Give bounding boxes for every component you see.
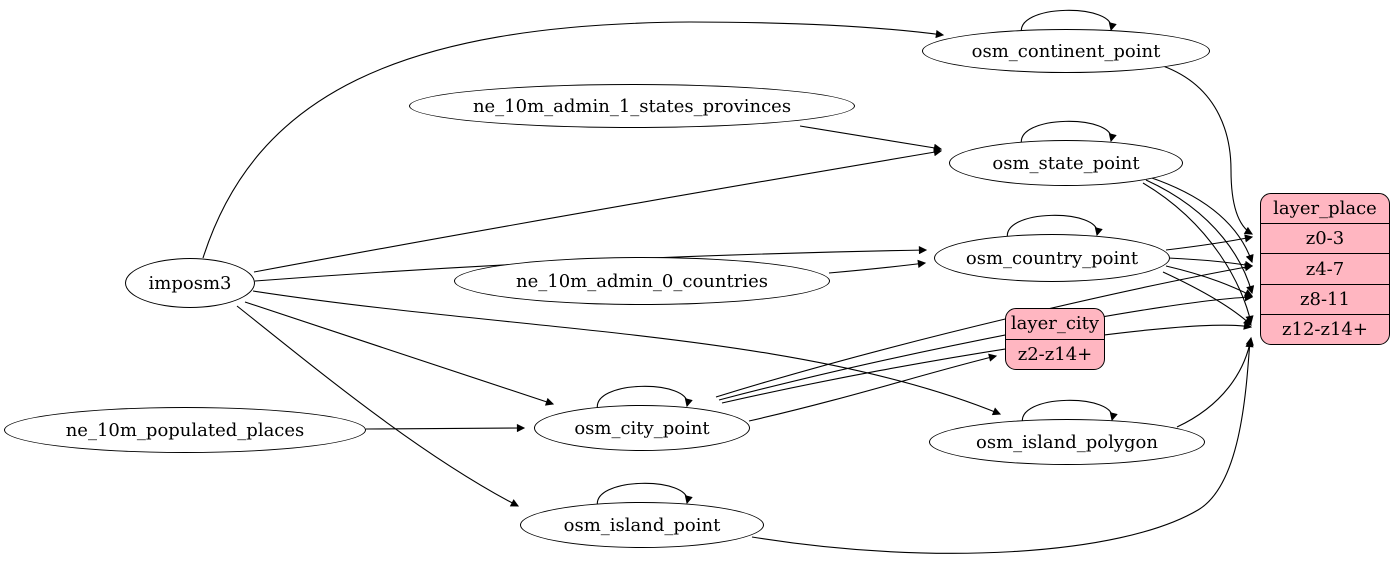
node-label: osm_island_point bbox=[563, 514, 721, 536]
edge-osm_state_point--layer_place:z4-7 bbox=[1148, 176, 1254, 264]
node-label: imposm3 bbox=[148, 272, 232, 294]
node-osm-island-polygon: osm_island_polygon bbox=[929, 419, 1205, 465]
node-osm-island-point: osm_island_point bbox=[520, 502, 764, 548]
node-label: ne_10m_admin_0_countries bbox=[516, 270, 768, 292]
node-label: osm_country_point bbox=[965, 247, 1139, 269]
edge-imposm3--osm_continent_point bbox=[202, 21, 945, 259]
edge-osm_city_point--layer_place:z8-11 bbox=[718, 293, 1254, 401]
self-loop-osm_continent_point bbox=[1021, 9, 1117, 36]
node-label: ne_10m_populated_places bbox=[65, 419, 305, 441]
node-imposm3: imposm3 bbox=[125, 258, 255, 308]
node-label: osm_island_polygon bbox=[976, 431, 1158, 453]
edge-osm_island_polygon--layer_place:z12-z14+ bbox=[1176, 336, 1254, 428]
self-loop-osm_city_point bbox=[597, 385, 693, 412]
node-ne-10m-populated-places: ne_10m_populated_places bbox=[4, 407, 366, 453]
self-loop-osm_state_point bbox=[1021, 120, 1117, 147]
record-layer-city: layer_city z2-z14+ bbox=[1005, 308, 1105, 370]
edge-ne_10m_admin_1_states_provinces--osm_state_point bbox=[799, 125, 943, 152]
record-row-z8-11: z8-11 bbox=[1261, 283, 1389, 314]
self-loop-osm_island_polygon bbox=[1022, 399, 1118, 426]
edge-imposm3--osm_island_polygon bbox=[252, 290, 1002, 416]
edge-osm_country_point--layer_place:z0-3 bbox=[1165, 234, 1254, 251]
record-row-z0-3: z0-3 bbox=[1261, 223, 1389, 253]
edge-osm_city_point--layer_city:z2-z14+ bbox=[748, 353, 998, 422]
edge-ne_10m_populated_places--osm_city_point bbox=[365, 423, 526, 433]
edge-osm_city_point--layer_place:z12-z14+ bbox=[721, 321, 1253, 404]
node-osm-country-point: osm_country_point bbox=[934, 234, 1170, 282]
node-label: osm_city_point bbox=[574, 417, 710, 439]
edge-imposm3--osm_state_point bbox=[253, 148, 943, 273]
node-osm-continent-point: osm_continent_point bbox=[922, 29, 1210, 73]
record-row-z4-7: z4-7 bbox=[1261, 253, 1389, 283]
node-label: ne_10m_admin_1_states_provinces bbox=[472, 95, 792, 117]
node-label: osm_state_point bbox=[992, 152, 1140, 174]
record-row-z2-z14: z2-z14+ bbox=[1006, 338, 1104, 370]
node-osm-state-point: osm_state_point bbox=[949, 140, 1183, 186]
node-ne-10m-admin-1-states-provinces: ne_10m_admin_1_states_provinces bbox=[409, 84, 855, 128]
edge-osm_continent_point--layer_place:z0-3 bbox=[1162, 65, 1254, 235]
edge-osm_state_point--layer_place:z12-z14+ bbox=[1142, 182, 1254, 325]
record-layer-place: layer_place z0-3 z4-7 z8-11 z12-z14+ bbox=[1260, 193, 1390, 345]
node-osm-city-point: osm_city_point bbox=[534, 405, 750, 451]
edge-imposm3--osm_city_point bbox=[244, 301, 555, 406]
node-ne-10m-admin-0-countries: ne_10m_admin_0_countries bbox=[454, 257, 830, 305]
record-header-layer-place: layer_place bbox=[1273, 198, 1377, 220]
edge-imposm3--osm_island_point bbox=[236, 305, 520, 507]
edge-osm_country_point--layer_place:z4-7 bbox=[1167, 257, 1254, 269]
edge-osm_state_point--layer_place:z8-11 bbox=[1145, 179, 1255, 295]
edge-osm_country_point--layer_place:z8-11 bbox=[1165, 265, 1254, 297]
record-row-z12-z14: z12-z14+ bbox=[1261, 313, 1389, 344]
edge-osm_island_point--layer_place:z12-z14+ bbox=[751, 338, 1254, 554]
self-loop-osm_country_point bbox=[1007, 214, 1103, 241]
self-loop-osm_island_point bbox=[597, 482, 693, 509]
node-label: osm_continent_point bbox=[971, 40, 1161, 62]
edge-ne_10m_admin_0_countries--osm_country_point bbox=[828, 259, 927, 274]
edge-osm_country_point--layer_place:z12-z14+ bbox=[1162, 271, 1252, 326]
record-header-layer-city: layer_city bbox=[1010, 313, 1100, 335]
